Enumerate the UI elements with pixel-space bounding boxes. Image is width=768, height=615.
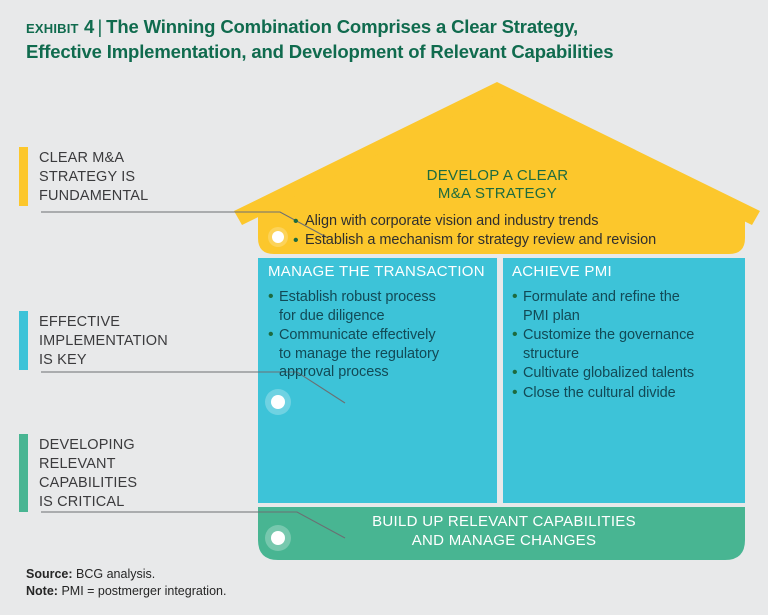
bullet-dot-icon: • bbox=[512, 364, 518, 381]
title-separator: | bbox=[97, 16, 103, 37]
bullet-dot-icon: • bbox=[268, 288, 274, 305]
anchor-dot-strategy bbox=[268, 227, 288, 247]
roof-heading-line-2: M&A STRATEGY bbox=[437, 185, 558, 202]
pillar-bullet-item: • Close the cultural divide bbox=[512, 384, 740, 403]
exhibit-title-block: Exhibit 4|The Winning Combination Compri… bbox=[26, 14, 746, 64]
pillar-bullet-text: Close the cultural divide bbox=[523, 384, 676, 401]
pillar-manage-the-transaction: MANAGE THE TRANSACTION • Establish robus… bbox=[268, 262, 486, 383]
callout-developing-capabilities: DEVELOPING RELEVANT CAPABILITIES IS CRIT… bbox=[19, 434, 137, 512]
bullet-dot-icon: • bbox=[268, 326, 274, 343]
page-title-line-1: Exhibit 4|The Winning Combination Compri… bbox=[26, 14, 746, 39]
callout-label-strategy: CLEAR M&A STRATEGY IS FUNDAMENTAL bbox=[39, 150, 149, 204]
callout-label-capabilities: DEVELOPING RELEVANT CAPABILITIES IS CRIT… bbox=[39, 437, 138, 510]
pillar-bullet-text: Formulate and refine the PMI plan bbox=[523, 289, 680, 324]
page-title-line-2: Effective Implementation, and Developmen… bbox=[26, 41, 614, 62]
roof-bullet-text: Establish a mechanism for strategy revie… bbox=[305, 232, 657, 248]
pillar-bullet-item: • Cultivate globalized talents bbox=[512, 364, 740, 383]
connector-strategy bbox=[41, 211, 329, 239]
bullet-dot-icon: • bbox=[512, 288, 518, 305]
anchor-dot-implementation bbox=[265, 389, 291, 415]
pillar-bullet-item: • Customize the governance structure bbox=[512, 326, 740, 363]
callout-clear-ma-strategy: CLEAR M&A STRATEGY IS FUNDAMENTAL bbox=[19, 147, 148, 206]
roof-bullet-item: • Align with corporate vision and indust… bbox=[293, 212, 733, 231]
pillar-heading-right: ACHIEVE PMI bbox=[512, 263, 612, 280]
note-line: Note: PMI = postmerger integration. bbox=[26, 583, 226, 600]
exhibit-label: Exhibit 4 bbox=[26, 16, 95, 37]
pillar-achieve-pmi: ACHIEVE PMI • Formulate and refine the P… bbox=[512, 262, 740, 403]
callout-label-implementation: EFFECTIVE IMPLEMENTATION IS KEY bbox=[39, 314, 168, 368]
source-text: BCG analysis. bbox=[76, 567, 156, 581]
callout-accent-bar-capabilities bbox=[19, 434, 28, 512]
roof-bullet-item: • Establish a mechanism for strategy rev… bbox=[293, 231, 733, 250]
pillar-heading-left: MANAGE THE TRANSACTION bbox=[268, 263, 485, 280]
source-label: Source: bbox=[26, 567, 73, 581]
pillar-bullet-text: Cultivate globalized talents bbox=[523, 365, 695, 381]
pillar-bullet-item: • Establish robust process for due dilig… bbox=[268, 288, 486, 325]
callout-accent-bar-strategy bbox=[19, 147, 28, 206]
callout-effective-implementation: EFFECTIVE IMPLEMENTATION IS KEY bbox=[19, 311, 168, 370]
bullet-dot-icon: • bbox=[512, 326, 518, 343]
pillar-bullet-text: Establish robust process for due diligen… bbox=[279, 289, 436, 324]
foundation-label: BUILD UP RELEVANT CAPABILITIES AND MANAG… bbox=[372, 513, 636, 549]
callout-accent-bar-implementation bbox=[19, 311, 28, 370]
bullet-dot-icon: • bbox=[293, 213, 299, 230]
bullet-dot-icon: • bbox=[512, 383, 518, 401]
bullet-dot-icon: • bbox=[293, 232, 299, 249]
roof-bullet-list: • Align with corporate vision and indust… bbox=[293, 212, 733, 250]
pillar-bullet-text: Customize the governance structure bbox=[523, 327, 695, 362]
pillar-bullet-item: • Formulate and refine the PMI plan bbox=[512, 288, 740, 325]
footnotes: Source: BCG analysis. Note: PMI = postme… bbox=[26, 566, 226, 600]
note-label: Note: bbox=[26, 584, 58, 598]
roof-outer-edge bbox=[234, 82, 760, 225]
pillar-bullet-item: • Communicate effectively to manage the … bbox=[268, 326, 486, 382]
note-text: PMI = postmerger integration. bbox=[61, 584, 227, 598]
roof-heading: DEVELOP A CLEAR M&A STRATEGY bbox=[290, 167, 705, 203]
roof-bullet-text: Align with corporate vision and industry… bbox=[305, 213, 599, 229]
source-line: Source: BCG analysis. bbox=[26, 566, 226, 583]
pillar-bullet-text: Communicate effectively to manage the re… bbox=[279, 327, 440, 380]
roof-heading-line-1: DEVELOP A CLEAR bbox=[426, 167, 569, 184]
title-text-line-1: The Winning Combination Comprises a Clea… bbox=[106, 16, 579, 37]
